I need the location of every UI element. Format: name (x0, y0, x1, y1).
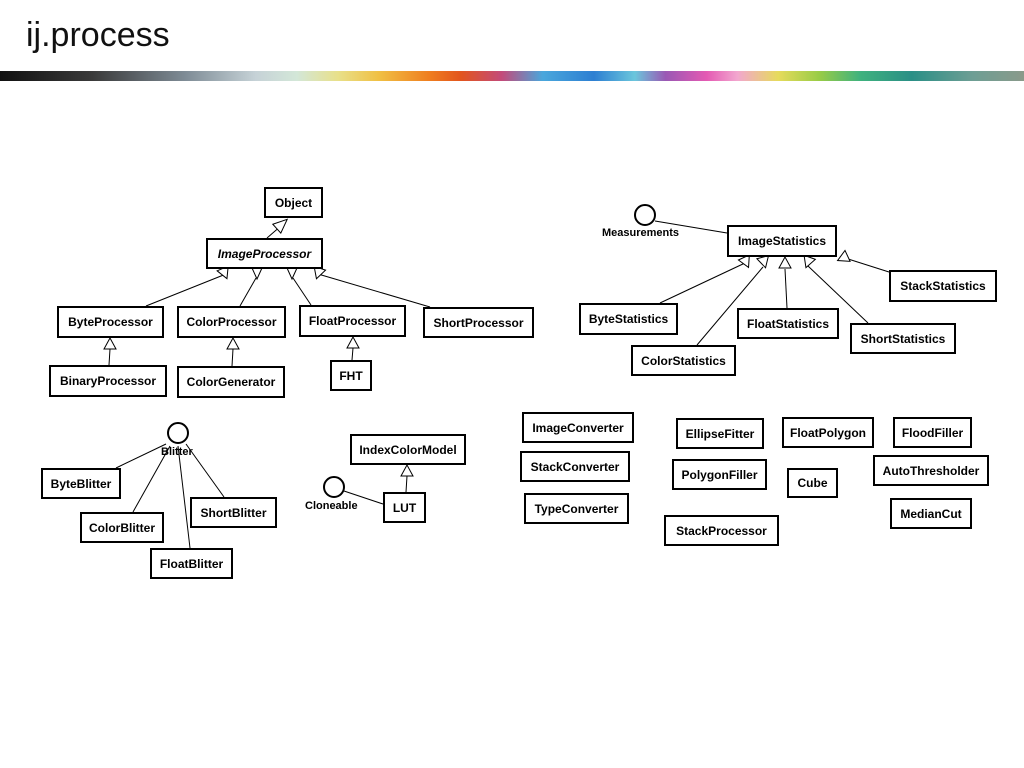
edge-colorprocessor-imageprocessor (239, 277, 257, 307)
edge-colorstatistics-imagestatistics (696, 266, 764, 346)
edge-floatstatistics-imagestatistics (784, 268, 788, 309)
autothresholder-class-box: AutoThresholder (873, 455, 989, 486)
edge-colorblitter-blitter (132, 445, 171, 513)
mediancut-class-box: MedianCut (890, 498, 972, 529)
floatstatistics-class-box: FloatStatistics (737, 308, 839, 339)
arrowhead-indexcolormodel (400, 463, 414, 477)
bytestatistics-class-box: ByteStatistics (579, 303, 678, 335)
imageprocessor-class-box: ImageProcessor (206, 238, 323, 269)
arrowhead-imageprocessor-2 (251, 267, 263, 281)
typeconverter-class-box: TypeConverter (524, 493, 629, 524)
stackstatistics-class-box: StackStatistics (889, 270, 997, 302)
edge-measurements-imagestatistics (654, 220, 728, 234)
blitter-interface-label: Blitter (161, 446, 193, 458)
edge-shortprocessor-imageprocessor (317, 273, 431, 308)
byteprocessor-class-box: ByteProcessor (57, 306, 164, 338)
edge-bytestatistics-imagestatistics (659, 262, 746, 304)
arrowhead-imagestatistics-4 (803, 254, 817, 269)
arrowhead-imagestatistics-3 (778, 255, 792, 269)
edge-floatprocessor-imageprocessor (292, 277, 312, 306)
floodfiller-class-box: FloodFiller (893, 417, 972, 448)
edge-cloneable-lut (343, 490, 384, 505)
arrowhead-floatprocessor (346, 335, 360, 349)
shortblitter-class-box: ShortBlitter (190, 497, 277, 528)
floatblitter-class-box: FloatBlitter (150, 548, 233, 579)
arrowhead-imagestatistics-1 (737, 254, 750, 269)
cloneable-interface-circle (323, 476, 345, 498)
stackconverter-class-box: StackConverter (520, 451, 630, 482)
imagestatistics-class-box: ImageStatistics (727, 225, 837, 257)
binaryprocessor-class-box: BinaryProcessor (49, 365, 167, 397)
edge-colorgenerator-colorprocessor (231, 348, 234, 367)
arrowhead-imagestatistics-2 (755, 254, 770, 269)
edge-lut-indexcolormodel (405, 475, 408, 493)
arrowhead-colorprocessor (226, 336, 240, 350)
ellipsefitter-class-box: EllipseFitter (676, 418, 764, 449)
fht-class-box: FHT (330, 360, 372, 391)
arrowhead-byteprocessor (103, 336, 117, 350)
stackprocessor-class-box: StackProcessor (664, 515, 779, 546)
colorblitter-class-box: ColorBlitter (80, 512, 164, 543)
shortstatistics-class-box: ShortStatistics (850, 323, 956, 354)
arrowhead-imagestatistics-5 (836, 249, 851, 262)
edge-shortstatistics-imagestatistics (807, 265, 869, 324)
colorprocessor-class-box: ColorProcessor (177, 306, 286, 338)
edge-floatblitter-blitter (177, 445, 191, 549)
edge-fht-floatprocessor (351, 347, 354, 361)
title-color-bar (0, 71, 1024, 81)
blitter-interface-circle (167, 422, 189, 444)
measurements-interface-label: Measurements (602, 227, 680, 239)
edge-byteblitter-blitter (115, 443, 167, 469)
measurements-interface-circle (634, 204, 656, 226)
page-title: ij.process (26, 16, 170, 54)
edge-binaryprocessor-byteprocessor (108, 348, 111, 366)
colorstatistics-class-box: ColorStatistics (631, 345, 736, 376)
cloneable-interface-label: Cloneable (305, 500, 358, 512)
edge-byteprocessor-imageprocessor (145, 273, 227, 307)
cube-class-box: Cube (787, 468, 838, 498)
floatprocessor-class-box: FloatProcessor (299, 305, 406, 337)
edge-shortblitter-blitter (185, 443, 225, 498)
shortprocessor-class-box: ShortProcessor (423, 307, 534, 338)
floatpolygon-class-box: FloatPolygon (782, 417, 874, 448)
edge-stackstatistics-imagestatistics (844, 257, 890, 273)
lut-class-box: LUT (383, 492, 426, 523)
indexcolormodel-class-box: IndexColorModel (350, 434, 466, 465)
arrowhead-object (271, 218, 289, 235)
colorgenerator-class-box: ColorGenerator (177, 366, 285, 398)
object-class-box: Object (264, 187, 323, 218)
byteblitter-class-box: ByteBlitter (41, 468, 121, 499)
polygonfiller-class-box: PolygonFiller (672, 459, 767, 490)
arrowhead-imageprocessor-3 (286, 267, 298, 281)
imageconverter-class-box: ImageConverter (522, 412, 634, 443)
